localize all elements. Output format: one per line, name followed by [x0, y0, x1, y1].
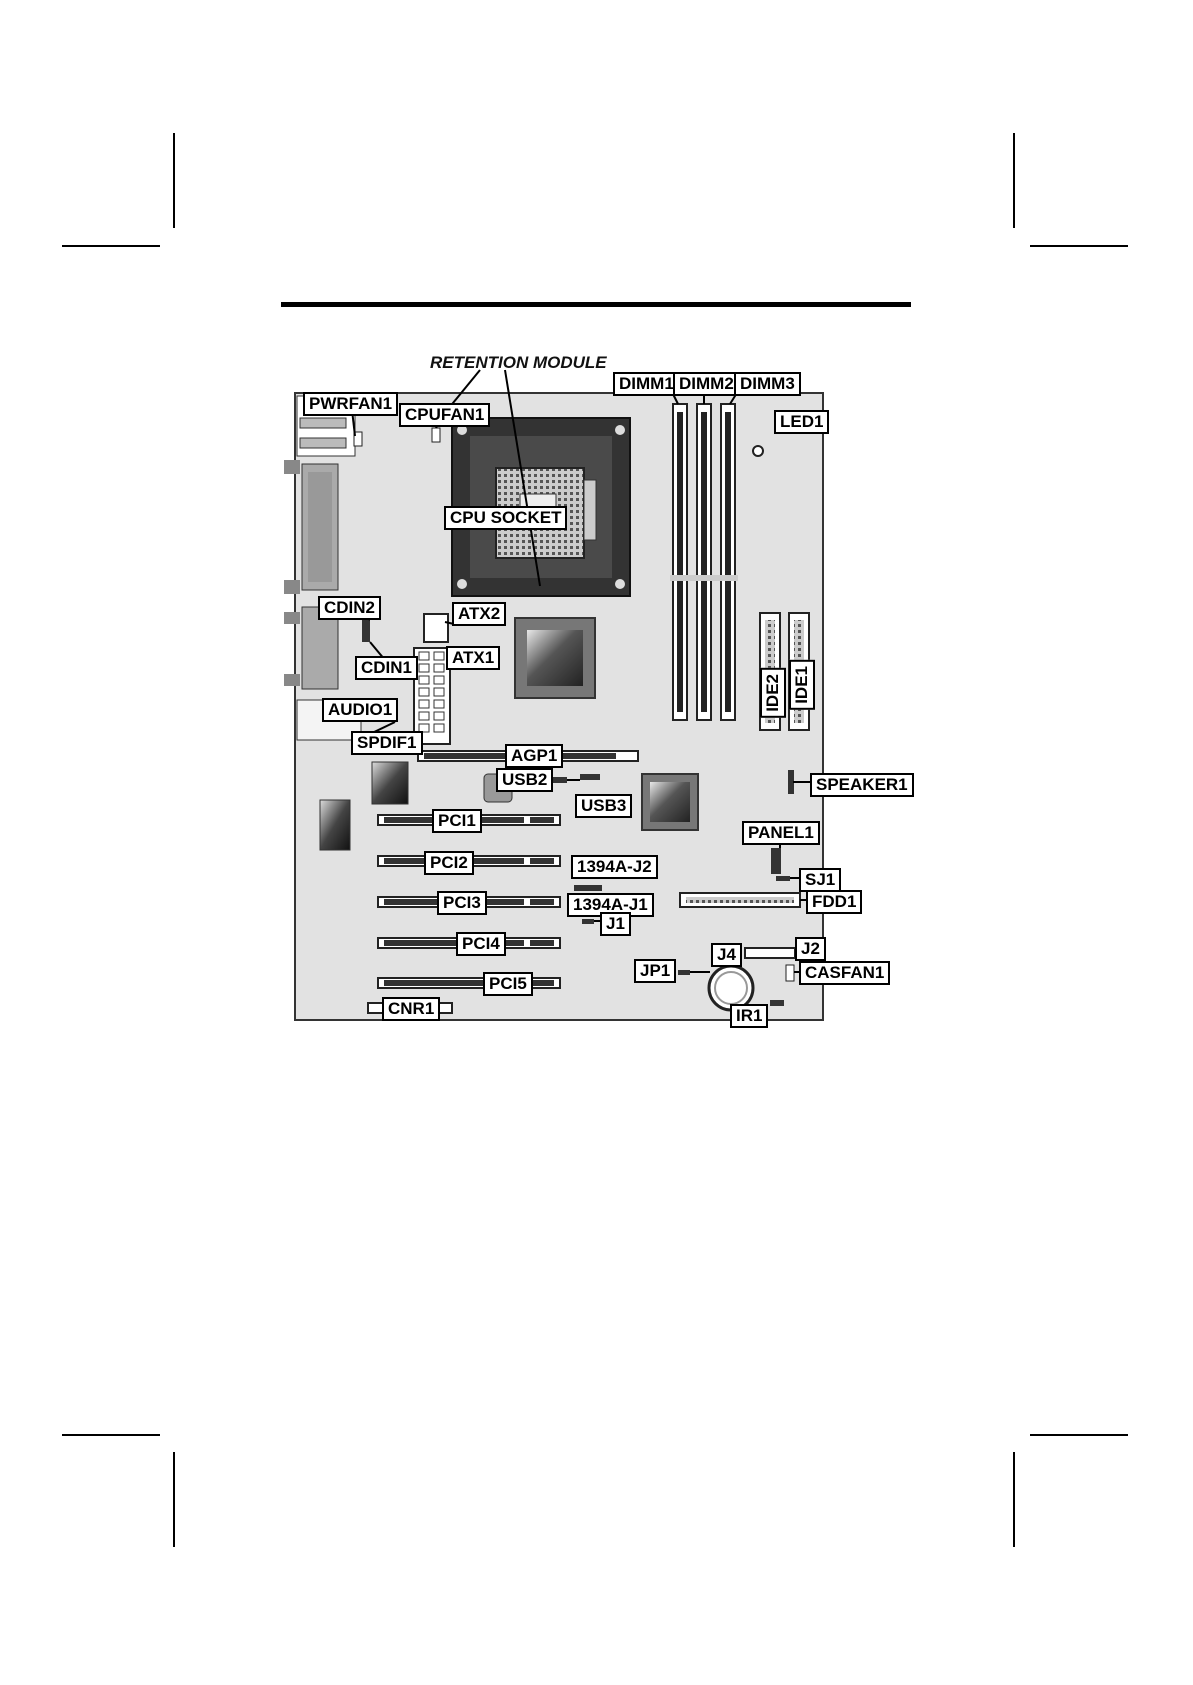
dimm-slots [670, 404, 738, 720]
label-spdif1: SPDIF1 [351, 731, 423, 755]
label-dimm2: DIMM2 [673, 372, 740, 396]
label-panel1: PANEL1 [742, 821, 820, 845]
label-dimm3: DIMM3 [734, 372, 801, 396]
label-pci4: PCI4 [456, 932, 506, 956]
label-atx2: ATX2 [452, 602, 506, 626]
1394a-headers [574, 885, 602, 891]
label-jp1: JP1 [634, 959, 676, 983]
label-fdd1: FDD1 [806, 890, 862, 914]
label-ide1: IDE1 [789, 660, 815, 710]
label-j2: J2 [795, 937, 826, 961]
led1-component [753, 446, 763, 456]
label-cpu-socket: CPU SOCKET [444, 506, 567, 530]
io-chip [372, 762, 408, 804]
atx2-connector [424, 614, 448, 642]
casfan1-header [786, 965, 794, 981]
label-casfan1: CASFAN1 [799, 961, 890, 985]
retention-module-annotation: RETENTION MODULE [430, 353, 607, 373]
label-audio1: AUDIO1 [322, 698, 398, 722]
label-j4: J4 [711, 943, 742, 967]
label-pci1: PCI1 [432, 809, 482, 833]
label-pci5: PCI5 [483, 972, 533, 996]
cpufan1-header [432, 428, 440, 442]
label-cdin2: CDIN2 [318, 596, 381, 620]
label-sj1: SJ1 [799, 868, 841, 892]
label-cdin1: CDIN1 [355, 656, 418, 680]
audio-codec-chip [320, 800, 350, 850]
label-pwrfan1: PWRFAN1 [303, 392, 398, 416]
cdin-headers [362, 620, 370, 642]
sj1-header [776, 876, 790, 881]
j1-header [582, 919, 594, 924]
label-usb2: USB2 [496, 768, 553, 792]
label-pci3: PCI3 [437, 891, 487, 915]
label-cpufan1: CPUFAN1 [399, 403, 490, 427]
label-led1: LED1 [774, 410, 829, 434]
ir1-header [770, 1000, 784, 1006]
jp1-header [678, 970, 690, 975]
label-dimm1: DIMM1 [613, 372, 680, 396]
label-1394a-j2: 1394A-J2 [571, 855, 658, 879]
j4-j2-connectors [745, 948, 795, 958]
label-ide2: IDE2 [760, 668, 786, 718]
panel1-header [771, 848, 781, 874]
label-usb3: USB3 [575, 794, 632, 818]
label-ir1: IR1 [730, 1004, 768, 1028]
label-speaker1: SPEAKER1 [810, 773, 914, 797]
usb3-header [580, 774, 600, 780]
label-agp1: AGP1 [505, 744, 563, 768]
label-cnr1: CNR1 [382, 997, 440, 1021]
label-pci2: PCI2 [424, 851, 474, 875]
label-atx1: ATX1 [446, 646, 500, 670]
label-j1: J1 [600, 912, 631, 936]
